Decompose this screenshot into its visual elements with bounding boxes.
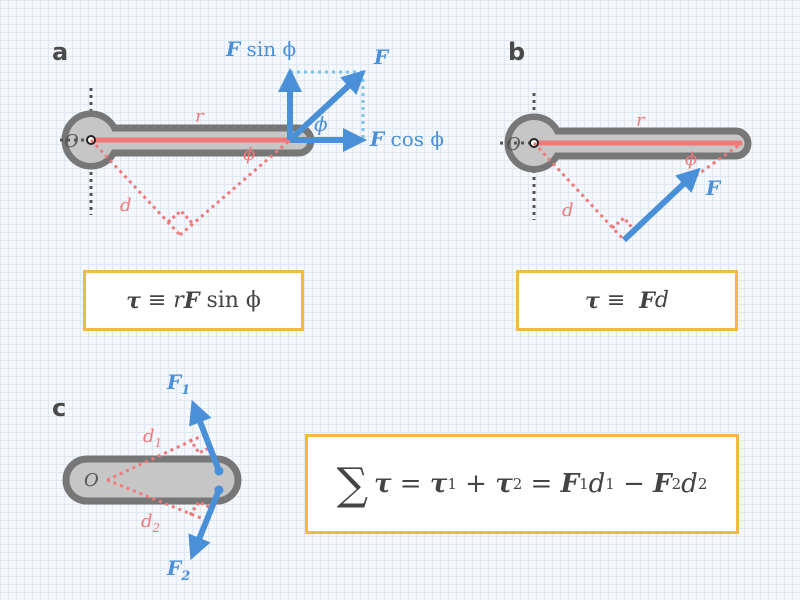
panel-c-right-angle-2 [188,500,212,516]
panel-b-force-arrow [621,167,701,243]
formula-c-minus: − [614,469,654,499]
formula-c-d1: d [588,469,606,499]
panel-b-label: b [508,38,525,66]
formula-c-tau2: τ [495,469,513,499]
panel-b: b O r d ϕ F [500,38,752,243]
panel-a-phi-upper-label: ϕ [314,112,328,136]
panel-a-force-sin-label: F sin ϕ [225,37,296,61]
panel-a-origin-label: O [64,131,79,152]
panel-a-force-arrow [287,69,366,143]
panel-c-force1-label: F1 [166,370,190,398]
panel-c-right-angle-1 [188,438,212,455]
panel-a-force-label: F [373,45,390,69]
formula-c-f2: F [653,469,672,499]
formula-c-tau1-sub: 1 [447,475,457,493]
formula-c-eq2: = [522,469,561,499]
formula-c-eq1: = [391,469,430,499]
formula-c-d2-sub: 2 [697,475,708,493]
panel-c-d1-label: d1 [143,426,162,450]
formula-a-equiv: ≡ [140,288,174,313]
formula-c-sum: ∑ [336,458,369,510]
panel-b-r-label: r [636,110,646,131]
panel-b-phi-label: ϕ [685,149,697,170]
panel-a-force-extension [179,138,291,237]
formula-b-d: d [654,288,669,313]
panel-a-right-angle-marker [167,208,195,226]
panel-c-force1-arrow [189,399,222,473]
formula-c-d2: d [681,469,698,499]
formula-c-tau: τ [374,469,392,499]
formula-c-d1-sub: 1 [605,475,615,493]
formula-a-sin-phi: sin ϕ [199,288,261,313]
formula-c-f1: F [560,469,580,499]
formula-c-f2-sub: 2 [671,475,682,493]
panel-a-d-label: d [120,195,132,216]
panel-c-origin-label: O [84,470,99,491]
formula-c-tau1: τ [429,469,448,499]
formula-a-f: F [183,287,200,314]
panel-c-label: c [52,394,66,422]
formula-a-tau: τ [126,287,141,314]
panel-a-r-label: r [195,106,205,127]
panel-c-force2-origin [214,485,224,495]
formula-c-tau2-sub: 2 [512,475,523,493]
panel-a: a O r d ϕ ϕ F sin ϕ F F cos ϕ [52,37,444,237]
panel-b-origin-label: O [506,134,521,155]
panel-c-force2-label: F2 [166,556,190,584]
formula-b-equiv: ≡ [599,288,640,313]
panel-a-phi-lower-label: ϕ [243,144,255,165]
panel-b-force-label: F [705,176,722,200]
panel-c-force2-arrow [188,488,222,561]
formula-a-r: r [173,288,184,313]
panel-c-force1-origin [214,466,224,476]
panel-a-label: a [52,38,68,66]
formula-b-tau: τ [585,287,600,314]
formula-c-f1-sub: 1 [579,475,589,493]
panel-a-force-cos-label: F cos ϕ [369,127,444,151]
panel-c-d2-label: d2 [141,511,160,535]
panel-a-d-line [89,138,182,237]
formula-b-f: F [639,287,655,314]
panel-c: c O d1 d2 F1 F2 [52,370,242,584]
panel-b-d-label: d [562,200,574,221]
panel-b-right-angle-marker [611,215,636,231]
panel-b-d-line [532,141,626,242]
formula-c-plus: + [456,469,496,499]
